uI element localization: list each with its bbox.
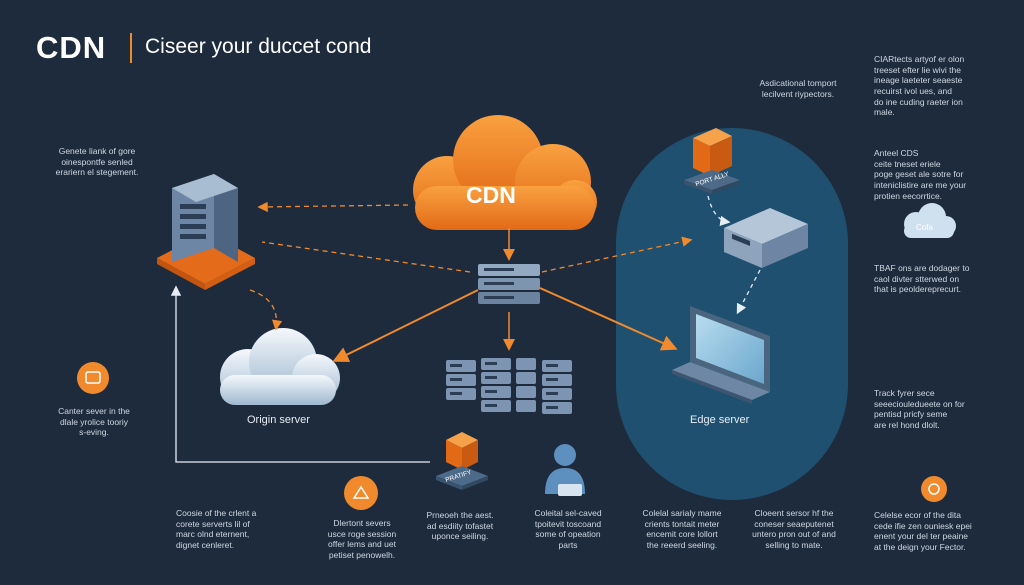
note-bottom-3: Prneoeh the aest. ad esdiity tofastet up… [426,510,494,542]
note-left-2: Canter sever in the dlale yrolice tooriy… [58,406,130,438]
brand-logo-text: CDN [36,30,107,65]
edge-server-label: Edge server [690,414,750,426]
edge-node-cube-icon [684,128,740,194]
note-bottom-4: Coleital sel-caved tpoitevit toscoand so… [534,508,602,550]
orange-info-icon-left [77,362,109,394]
origin-server-tower-icon [157,174,255,290]
note-right-4: Track fyrer sece seeeciouledueete on for… [874,388,965,430]
note-bottom-6: Cloeent sersor hf the coneser seaeputene… [752,508,836,550]
note-bottom-1: Coosie of the crlent a corete serverts l… [176,508,257,550]
small-cloud-icon [904,203,956,238]
small-cloud-label: Cofa [916,223,933,232]
note-right-3: TBAF ons are dodager to caol divter stte… [874,263,970,295]
note-top-center: Asdicational tomport lecilvent riypector… [759,78,837,99]
orange-info-icon-right [921,476,947,502]
rack-slot-details [450,362,558,409]
page-subtitle: Ciseer your duccet cond [145,35,372,58]
note-right-1: CIARtects artyof er olon treeset efter l… [874,54,965,118]
origin-server-label: Origin server [247,414,310,426]
note-left-1: Genete liank of gore oinespontfe senled … [55,146,139,178]
orange-info-icon-bottom [344,476,378,510]
central-switch-icon [478,264,540,304]
note-right-2: Anteel CDS ceite tneset eriele poge gese… [874,148,967,201]
user-icon [545,444,585,496]
cdn-cloud-icon [413,115,597,230]
bottom-node-cube-icon [436,432,488,490]
connection-lines [170,195,761,463]
edge-server-box-icon [724,208,808,268]
origin-cloud-icon [220,328,340,405]
note-bottom-5: Colelal sarialy mame crients tontait met… [642,508,722,550]
note-bottom-7: Celelse ecor of the dita cede ifie zen o… [874,510,972,552]
cdn-cloud-label: CDN [466,182,516,208]
header-divider [130,33,132,63]
note-bottom-2: Dlertont severs usce roge session offer … [327,518,397,560]
edge-laptop-icon [672,306,770,404]
